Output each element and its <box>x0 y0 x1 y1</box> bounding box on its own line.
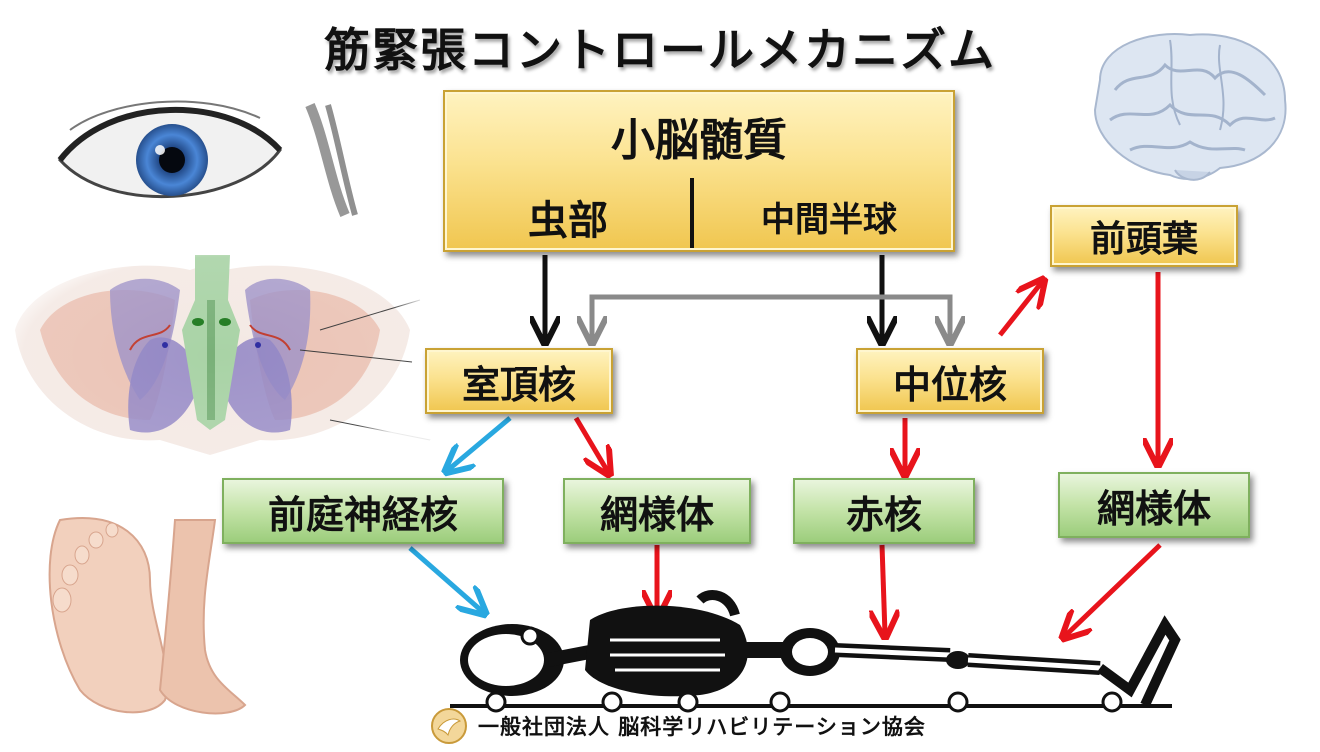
brain-icon <box>1093 33 1287 181</box>
vestibular-nucleus-box: 前庭神経核 <box>222 478 504 544</box>
page-title: 筋緊張コントロールメカニズム <box>324 23 996 77</box>
cerebellar-medulla-box: 小脳髄質 虫部 中間半球 <box>443 90 955 252</box>
skeleton-figure <box>450 590 1181 713</box>
arrow-vestibular-to-body <box>408 546 483 612</box>
organization-name: 一般社団法人 脳科学リハビリテーション協会 <box>478 715 926 739</box>
intermediate-hemisphere-label: 中間半球 <box>761 200 897 240</box>
association-logo <box>431 708 467 744</box>
fastigial-nucleus-box: 室頂核 <box>425 348 613 414</box>
reticular-formation-box-1: 網様体 <box>563 478 751 544</box>
interposed-nucleus-box: 中位核 <box>856 348 1044 414</box>
red-nucleus-box: 赤核 <box>793 478 975 544</box>
arrow-reticular2-to-body <box>1065 543 1162 636</box>
arrow-red-nucleus-to-body <box>882 544 885 634</box>
cerebellar-medulla-label: 小脳髄質 <box>611 115 787 166</box>
cerebellum-section-image <box>10 250 431 460</box>
vermis-hemisphere-divider <box>690 178 694 248</box>
arrow-gray-bracket <box>592 294 950 340</box>
foot-icon <box>48 517 247 715</box>
vermis-label: 虫部 <box>528 198 608 244</box>
eye-icon <box>57 100 358 217</box>
arrow-interpositus-to-frontal <box>998 282 1042 337</box>
reticular-formation-box-2: 網様体 <box>1058 472 1250 538</box>
footer: 一般社団法人 脳科学リハビリテーション協会 <box>430 706 930 746</box>
arrow-fastigial-to-vestibular <box>448 416 512 470</box>
frontal-lobe-box: 前頭葉 <box>1050 205 1238 267</box>
arrow-fastigial-to-reticular <box>573 416 608 472</box>
